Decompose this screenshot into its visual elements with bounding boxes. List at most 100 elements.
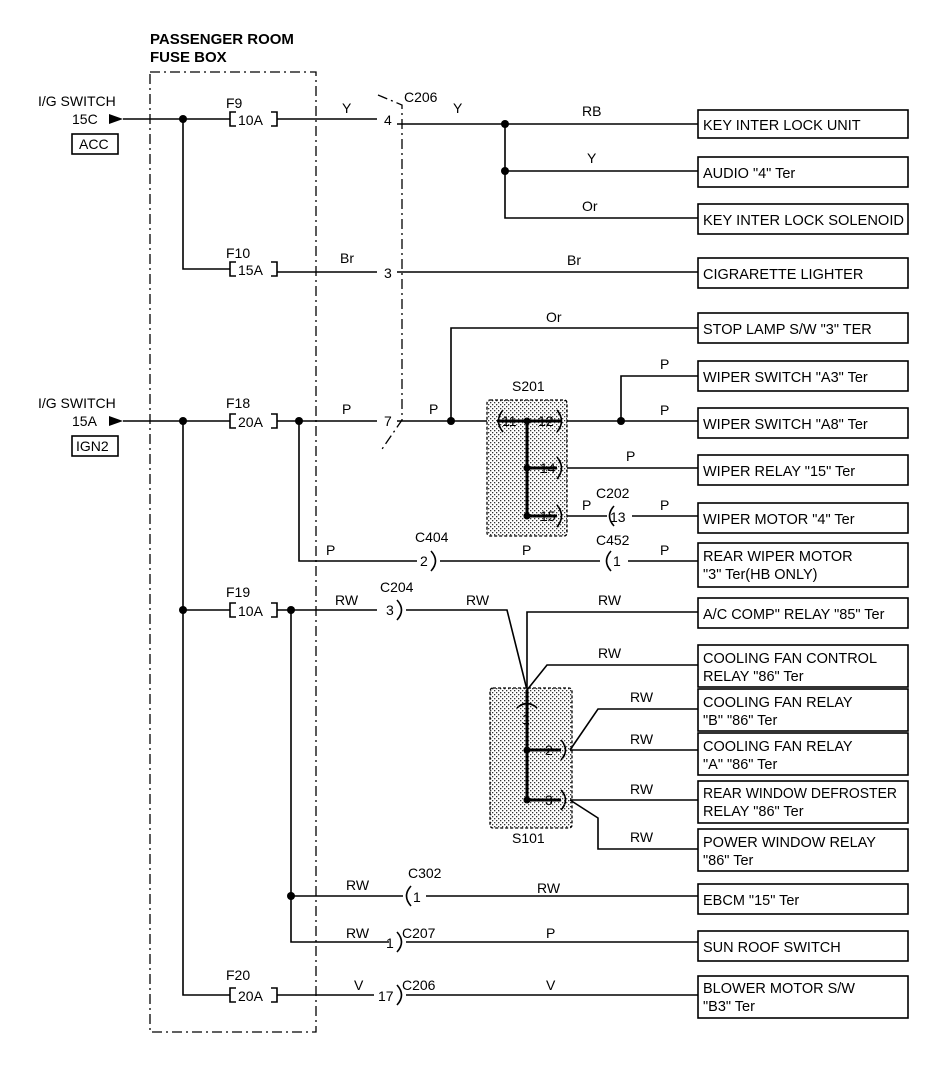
fuse-id: F18 — [226, 395, 250, 411]
fuse-f18: F18 20A — [226, 395, 278, 430]
component-rear-wiper-motor: REAR WIPER MOTOR "3" Ter(HB ONLY) — [697, 542, 909, 588]
fuse-box-title-2: FUSE BOX — [150, 49, 227, 66]
pin-number: 1 — [413, 889, 421, 905]
connector-label: C204 — [380, 579, 414, 595]
svg-text:"B3" Ter: "B3" Ter — [703, 999, 755, 1015]
fuse-f19: F19 10A — [226, 584, 278, 619]
wire-color: RW — [466, 592, 490, 608]
component-ac-comp-relay: A/C COMP" RELAY "85" Ter — [697, 597, 909, 629]
pin-number: 17 — [378, 988, 394, 1004]
svg-text:COOLING FAN CONTROL: COOLING FAN CONTROL — [703, 651, 877, 667]
wire-color: P — [582, 497, 591, 513]
circuit-f9: Y 4 Y RB Y Or — [277, 100, 698, 219]
source-arrow-icon — [109, 416, 123, 426]
circuit-f20: V 17 C206 V — [277, 977, 698, 1006]
splice-label: S201 — [512, 378, 545, 394]
svg-text:WIPER MOTOR "4" Ter: WIPER MOTOR "4" Ter — [703, 512, 855, 528]
component-cooling-fan-relay-b: COOLING FAN RELAY "B" "86" Ter — [697, 688, 909, 732]
connector-c206-outline — [377, 94, 403, 453]
component-power-window-relay: POWER WINDOW RELAY "86" Ter — [697, 828, 909, 872]
source-ign2: I/G SWITCH 15A IGN2 — [38, 395, 123, 457]
wire-color: RW — [346, 877, 370, 893]
source-terminal: 15A — [72, 413, 98, 429]
fuse-box-title: PASSENGER ROOM — [150, 31, 294, 48]
fuse-f9: F9 10A — [226, 95, 278, 128]
junction-dot — [523, 417, 531, 425]
wire-color: Br — [340, 250, 354, 266]
wire-color: P — [660, 497, 669, 513]
connector-label: C404 — [415, 529, 449, 545]
wire-color: V — [354, 977, 364, 993]
wire-color: P — [429, 401, 438, 417]
svg-text:BLOWER MOTOR S/W: BLOWER MOTOR S/W — [703, 981, 855, 997]
circuit-f10: Br 3 Br — [277, 250, 698, 281]
pin-housing-icon — [516, 702, 538, 709]
source-mode-box — [71, 133, 119, 155]
fuse-id: F20 — [226, 967, 250, 983]
fuse-id: F19 — [226, 584, 250, 600]
pin-number: 1 — [386, 935, 394, 951]
fuse-box: PASSENGER ROOM FUSE BOX — [149, 31, 317, 1033]
source-terminal: 15C — [72, 111, 98, 127]
component-rear-window-defroster-relay: REAR WINDOW DEFROSTER RELAY "86" Ter — [697, 780, 909, 824]
wire-color: RW — [537, 880, 561, 896]
svg-text:REAR WIPER MOTOR: REAR WIPER MOTOR — [703, 549, 853, 565]
component-wiper-switch-a3: WIPER SWITCH "A3" Ter — [697, 360, 909, 392]
wire-color: RW — [598, 645, 622, 661]
wire-color: RW — [335, 592, 359, 608]
component-audio: AUDIO "4" Ter — [697, 156, 909, 188]
fuse-rating: 20A — [238, 414, 264, 430]
component-blower-motor-switch: BLOWER MOTOR S/W "B3" Ter — [697, 975, 909, 1019]
splice-pin: 2 — [545, 742, 553, 758]
junction-dot — [523, 746, 531, 754]
connector-label: C206 — [402, 977, 436, 993]
splice-s101 — [489, 687, 573, 829]
fuse-box-outline — [149, 71, 317, 1033]
source-name: I/G SWITCH — [38, 93, 116, 109]
wire-color: RB — [582, 103, 601, 119]
fuse-rating: 10A — [238, 112, 264, 128]
component-wiper-relay: WIPER RELAY "15" Ter — [697, 454, 909, 486]
svg-text:COOLING FAN RELAY: COOLING FAN RELAY — [703, 739, 853, 755]
fuse-symbol-icon — [229, 261, 278, 277]
wire-color: Or — [546, 309, 562, 325]
junction-dot — [179, 606, 187, 614]
pin-number: 3 — [386, 602, 394, 618]
fuse-rating: 15A — [238, 262, 264, 278]
svg-text:"A" "86" Ter: "A" "86" Ter — [703, 757, 777, 773]
component-cigarette-lighter: CIGRARETTE LIGHTER — [697, 257, 909, 289]
fuse-rating: 20A — [238, 988, 264, 1004]
svg-text:AUDIO "4" Ter: AUDIO "4" Ter — [703, 166, 795, 182]
pin-housing-icon — [556, 504, 563, 528]
connector-housing-icon — [396, 599, 403, 621]
wire-color: RW — [346, 925, 370, 941]
wire-color: V — [546, 977, 556, 993]
svg-text:COOLING FAN RELAY: COOLING FAN RELAY — [703, 695, 853, 711]
connector-housing-icon — [608, 505, 615, 527]
pin-number: 1 — [613, 553, 621, 569]
wire-color: RW — [630, 829, 654, 845]
svg-text:WIPER SWITCH "A3" Ter: WIPER SWITCH "A3" Ter — [703, 370, 868, 386]
component-ebcm: EBCM "15" Ter — [697, 883, 909, 915]
svg-text:WIPER RELAY "15" Ter: WIPER RELAY "15" Ter — [703, 464, 855, 480]
connector-housing-icon — [396, 984, 403, 1006]
splice-pin: 14 — [540, 460, 556, 476]
svg-text:STOP LAMP S/W "3" TER: STOP LAMP S/W "3" TER — [703, 322, 872, 338]
svg-text:REAR WINDOW DEFROSTER: REAR WINDOW DEFROSTER — [703, 786, 897, 802]
wire-color: P — [342, 401, 351, 417]
source-name: I/G SWITCH — [38, 395, 116, 411]
junction-dot — [523, 464, 531, 472]
wire-color: P — [522, 542, 531, 558]
connector-label: C202 — [596, 485, 630, 501]
wire-color: P — [660, 542, 669, 558]
svg-text:"86" Ter: "86" Ter — [703, 853, 754, 869]
component-sun-roof-switch: SUN ROOF SWITCH — [697, 930, 909, 962]
circuit-f19: RW C204 3 RW S101 1 2 3 RW RW RW RW RW — [277, 579, 698, 953]
junction-dot — [523, 512, 531, 520]
pin-housing-icon — [556, 456, 563, 480]
source-acc: I/G SWITCH 15C ACC — [38, 93, 123, 155]
connector-housing-icon — [396, 931, 403, 953]
component-key-inter-lock-solenoid: KEY INTER LOCK SOLENOID — [697, 203, 909, 235]
junction-dot — [179, 417, 187, 425]
splice-pin: 12 — [538, 413, 554, 429]
